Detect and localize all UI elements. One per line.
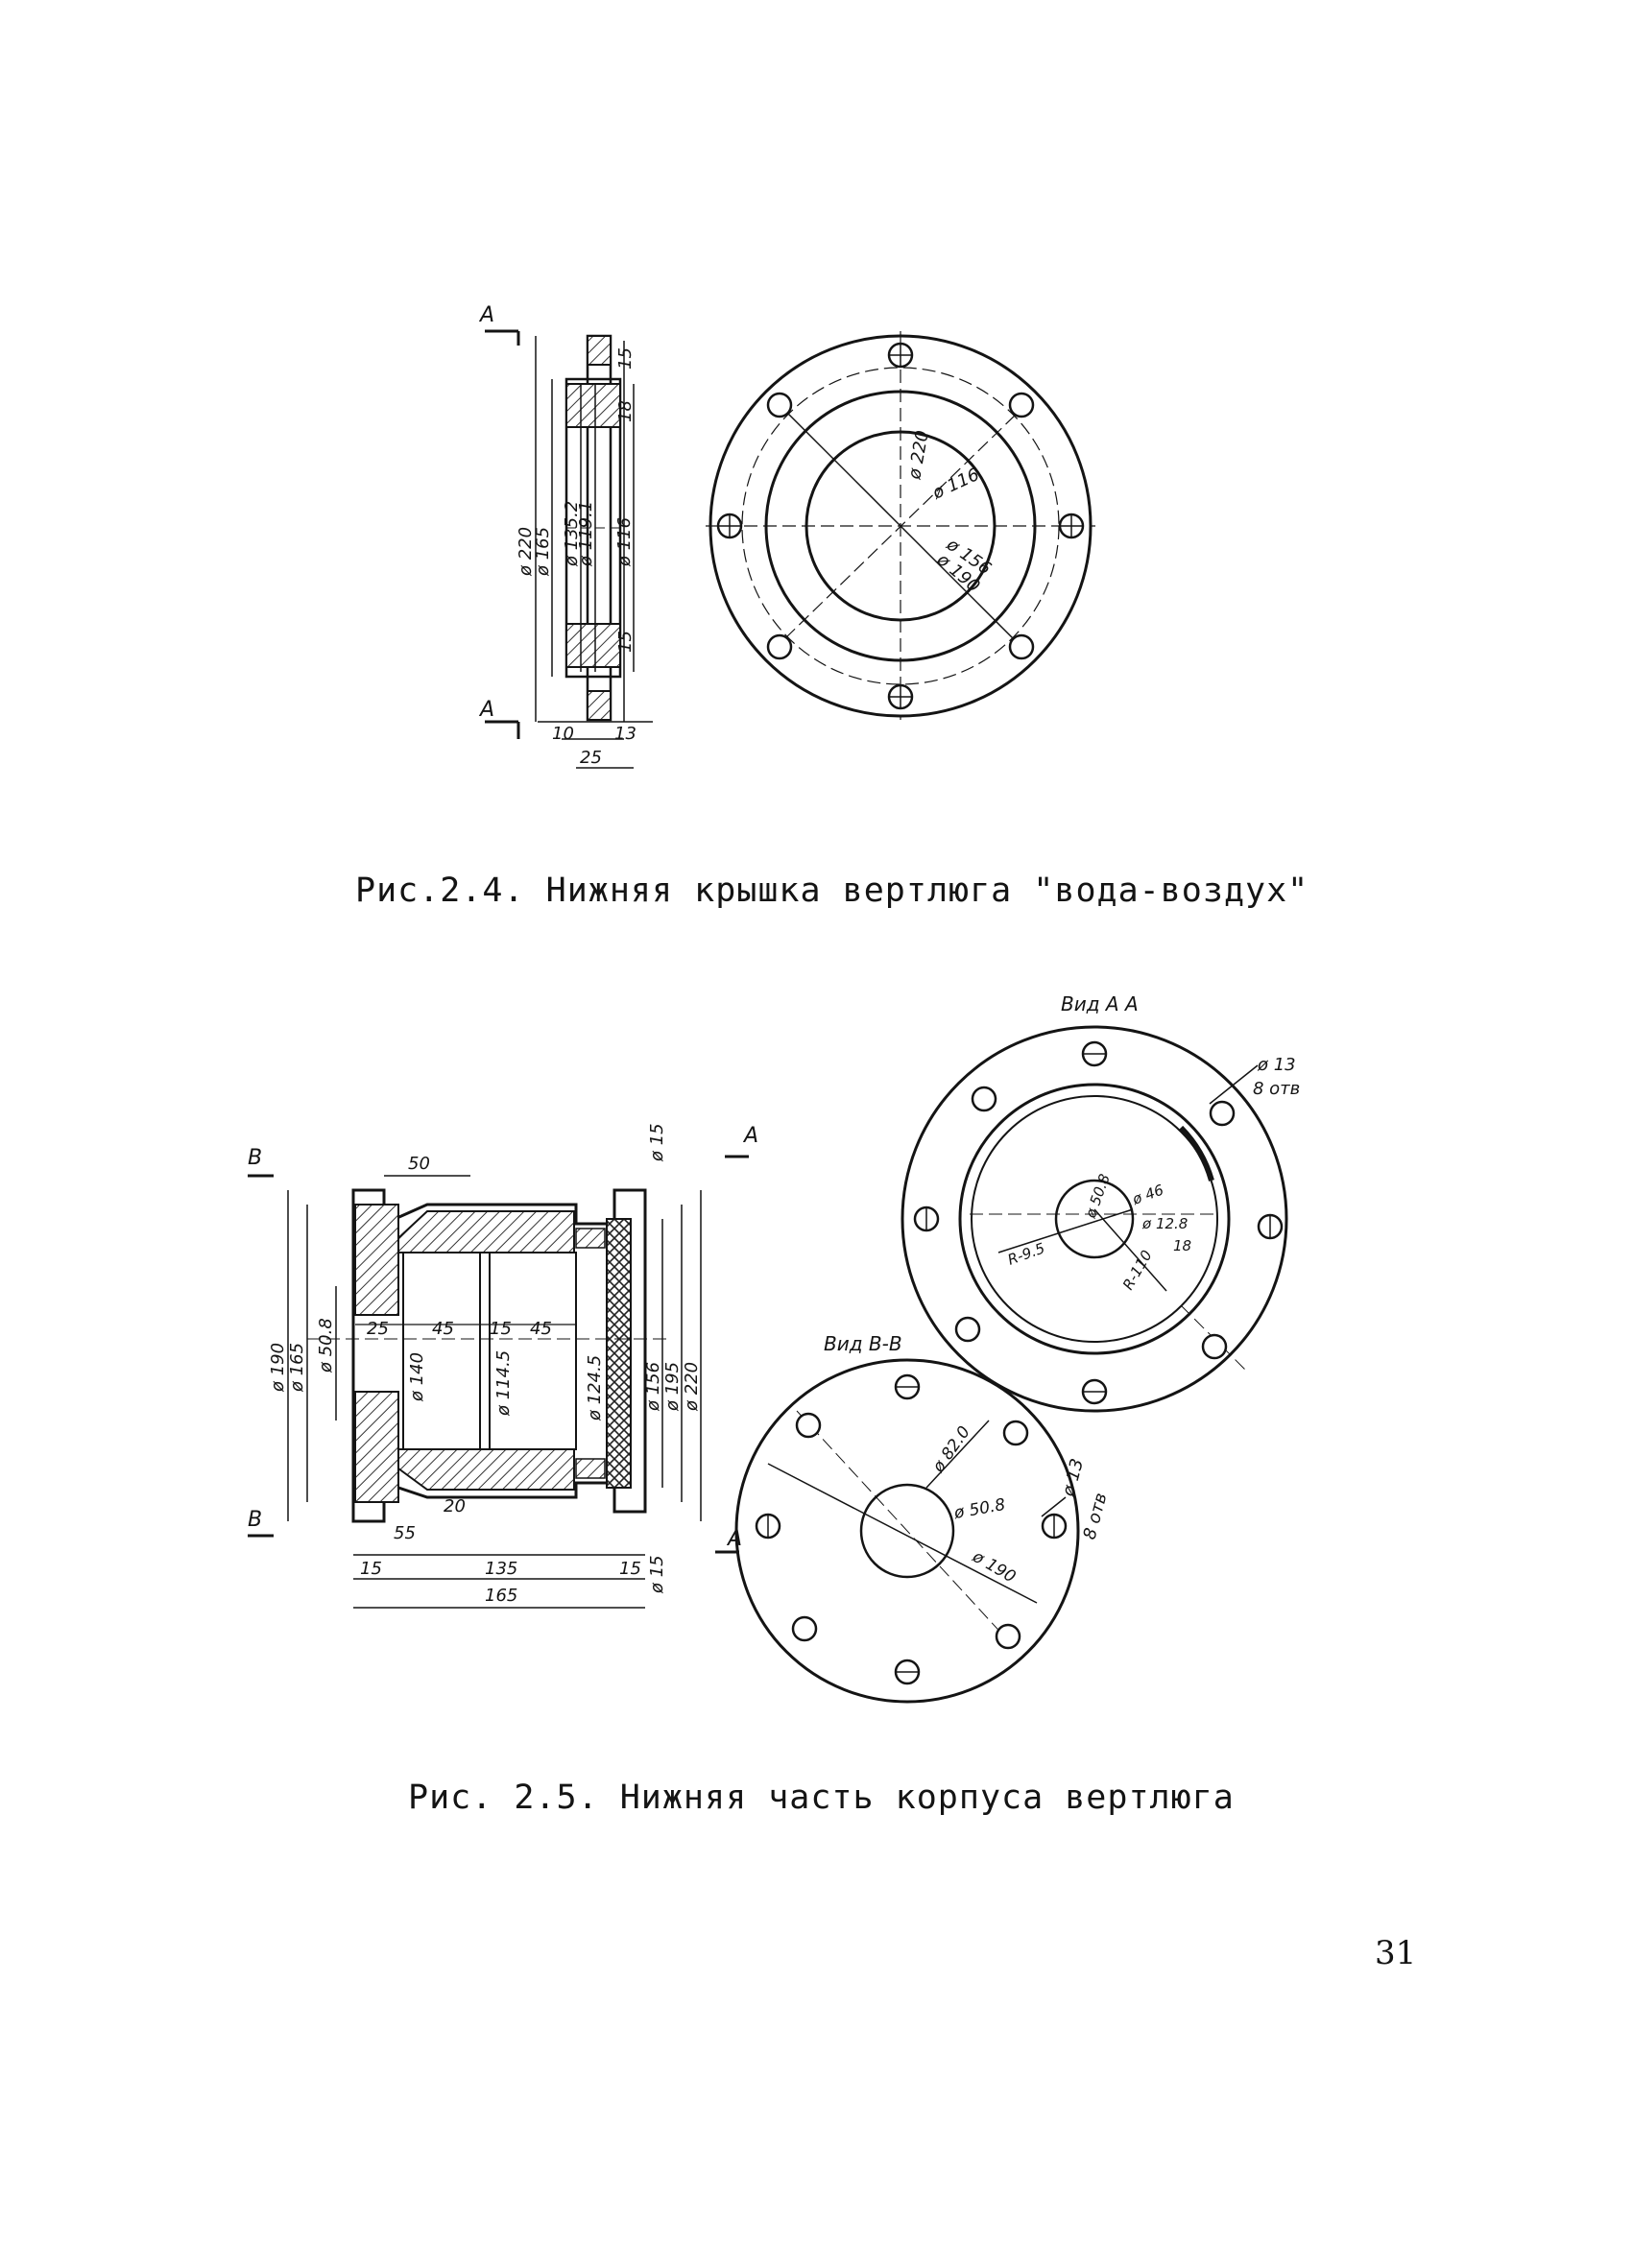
dim-label: ø 12.8 xyxy=(1141,1215,1188,1232)
view-aa-dimension-labels: ø 50.8 ø 46 R-9.5 R-110 ø 12.8 18 xyxy=(1005,1172,1191,1293)
mark-a-letter: А xyxy=(726,1527,742,1551)
fig24-section-letter-top: А xyxy=(478,303,494,327)
dim-label: ø 190 xyxy=(268,1343,288,1393)
dim-label: 10 xyxy=(552,724,574,744)
dim-label: ø 15 xyxy=(647,1555,667,1594)
dim-label: ø 135.2 xyxy=(562,501,582,567)
dim-label: R-110 xyxy=(1119,1247,1156,1293)
dim-label: ø 195 xyxy=(662,1362,683,1412)
dim-label: ø 50.8 xyxy=(951,1495,1006,1523)
figure-caption-2-5: Рис. 2.5. Нижняя часть корпуса вертлюга xyxy=(408,1779,1235,1817)
bolt-hole-icon xyxy=(1002,1420,1029,1446)
bolt-hole-icon xyxy=(1008,392,1035,418)
dim-label: ø 220 xyxy=(682,1362,702,1412)
fig25-view-bb: Вид В-В ø 13 8 отв ø 82.0 ø 50.8 ø 190 xyxy=(734,1332,1112,1704)
fig24-section-mark-bottom: А xyxy=(478,698,520,739)
dim-label: ø 50.8 xyxy=(316,1318,336,1373)
mark-a-letter: А xyxy=(742,1124,758,1148)
dim-label: ø 116 xyxy=(928,465,982,504)
dim-label: 18 xyxy=(615,400,636,422)
bolt-hole-icon xyxy=(954,1316,981,1343)
bolt-hole-icon xyxy=(971,1086,997,1112)
dim-label: 18 xyxy=(1173,1237,1191,1254)
dim-label: 13 xyxy=(614,724,636,744)
bolt-hole-icon xyxy=(791,1615,818,1642)
dim-label: 20 xyxy=(444,1496,466,1516)
dim-label: ø 220 xyxy=(904,429,933,482)
fig24-section-mark-top: А xyxy=(478,303,520,346)
fig24-section-view: А А ø 220 ø 165 ø 135.2 ø 119.1 ø 116 xyxy=(478,303,653,769)
dim-label: 15 xyxy=(615,347,636,370)
page-number: 31 xyxy=(1375,1934,1417,1972)
dim-label: ø 114.5 xyxy=(493,1350,514,1417)
bolt-hole-icon xyxy=(995,1623,1021,1650)
dim-label: ø 119.1 xyxy=(576,501,596,567)
fig25-side-dimension-labels: 50 ø 190 ø 165 ø 50.8 25 45 15 45 ø 140 … xyxy=(268,1123,702,1606)
fig25-mark-b-bottom: В xyxy=(248,1508,274,1538)
dim-label: 25 xyxy=(367,1319,389,1339)
dim-label: ø 156 xyxy=(643,1362,663,1412)
bolt-hole-icon xyxy=(766,392,793,418)
view-aa-title: Вид А А xyxy=(1061,992,1139,1015)
bolt-hole-icon xyxy=(766,633,793,660)
fig24-plan-dimension-labels: ø 220 ø 116 ø 156 ø 190 xyxy=(904,429,995,597)
dim-label: 15 xyxy=(490,1319,512,1339)
holes-label: ø 13 xyxy=(1257,1055,1296,1075)
dim-label: ø 220 xyxy=(516,527,536,577)
dim-label: ø 82.0 xyxy=(928,1422,974,1476)
dim-label: ø 15 xyxy=(647,1123,667,1162)
fig25-view-aa: Вид А А ø 13 8 отв ø 50.8 ø 46 xyxy=(901,992,1300,1413)
dim-label: 45 xyxy=(432,1319,454,1339)
fig25-section-view: В В А А xyxy=(248,1123,758,1609)
dim-label: 25 xyxy=(580,748,602,768)
dim-label: ø 140 xyxy=(407,1352,427,1402)
bolt-hole-icon xyxy=(795,1412,822,1439)
fig24-section-letter-bottom: А xyxy=(478,698,494,722)
fig25-mark-a-top: А xyxy=(725,1124,758,1158)
dim-label: 15 xyxy=(619,1559,641,1579)
holes-count: 8 отв xyxy=(1080,1491,1112,1541)
dim-label: ø 165 xyxy=(533,527,553,577)
dim-label: 50 xyxy=(408,1154,430,1174)
dim-label: ø 124.5 xyxy=(585,1355,605,1421)
dim-label: ø 116 xyxy=(614,517,635,567)
fig24-side-dimension-labels: ø 220 ø 165 ø 135.2 ø 119.1 ø 116 18 15 … xyxy=(516,347,636,768)
dim-label: 45 xyxy=(530,1319,552,1339)
dim-label: ø 165 xyxy=(287,1343,307,1393)
fig25-mark-b-top: В xyxy=(248,1146,274,1178)
bolt-hole-icon xyxy=(1201,1333,1228,1360)
dim-label: 15 xyxy=(360,1559,382,1579)
dim-label: 135 xyxy=(485,1559,517,1579)
mark-b-letter: В xyxy=(248,1146,262,1170)
figure-caption-2-4: Рис.2.4. Нижняя крышка вертлюга "вода-во… xyxy=(355,871,1309,910)
bolt-hole-icon xyxy=(1209,1100,1236,1127)
dim-label: 55 xyxy=(394,1523,416,1543)
bolt-hole-icon xyxy=(1008,633,1035,660)
mark-b-letter: В xyxy=(248,1508,262,1532)
dim-label: 165 xyxy=(485,1586,517,1606)
fig24-plan-view: ø 220 ø 116 ø 156 ø 190 xyxy=(706,331,1095,720)
dim-label: ø 46 xyxy=(1129,1182,1165,1209)
dim-label: 15 xyxy=(615,631,636,653)
view-bb-title: Вид В-В xyxy=(824,1332,902,1355)
holes-count: 8 отв xyxy=(1253,1079,1300,1099)
